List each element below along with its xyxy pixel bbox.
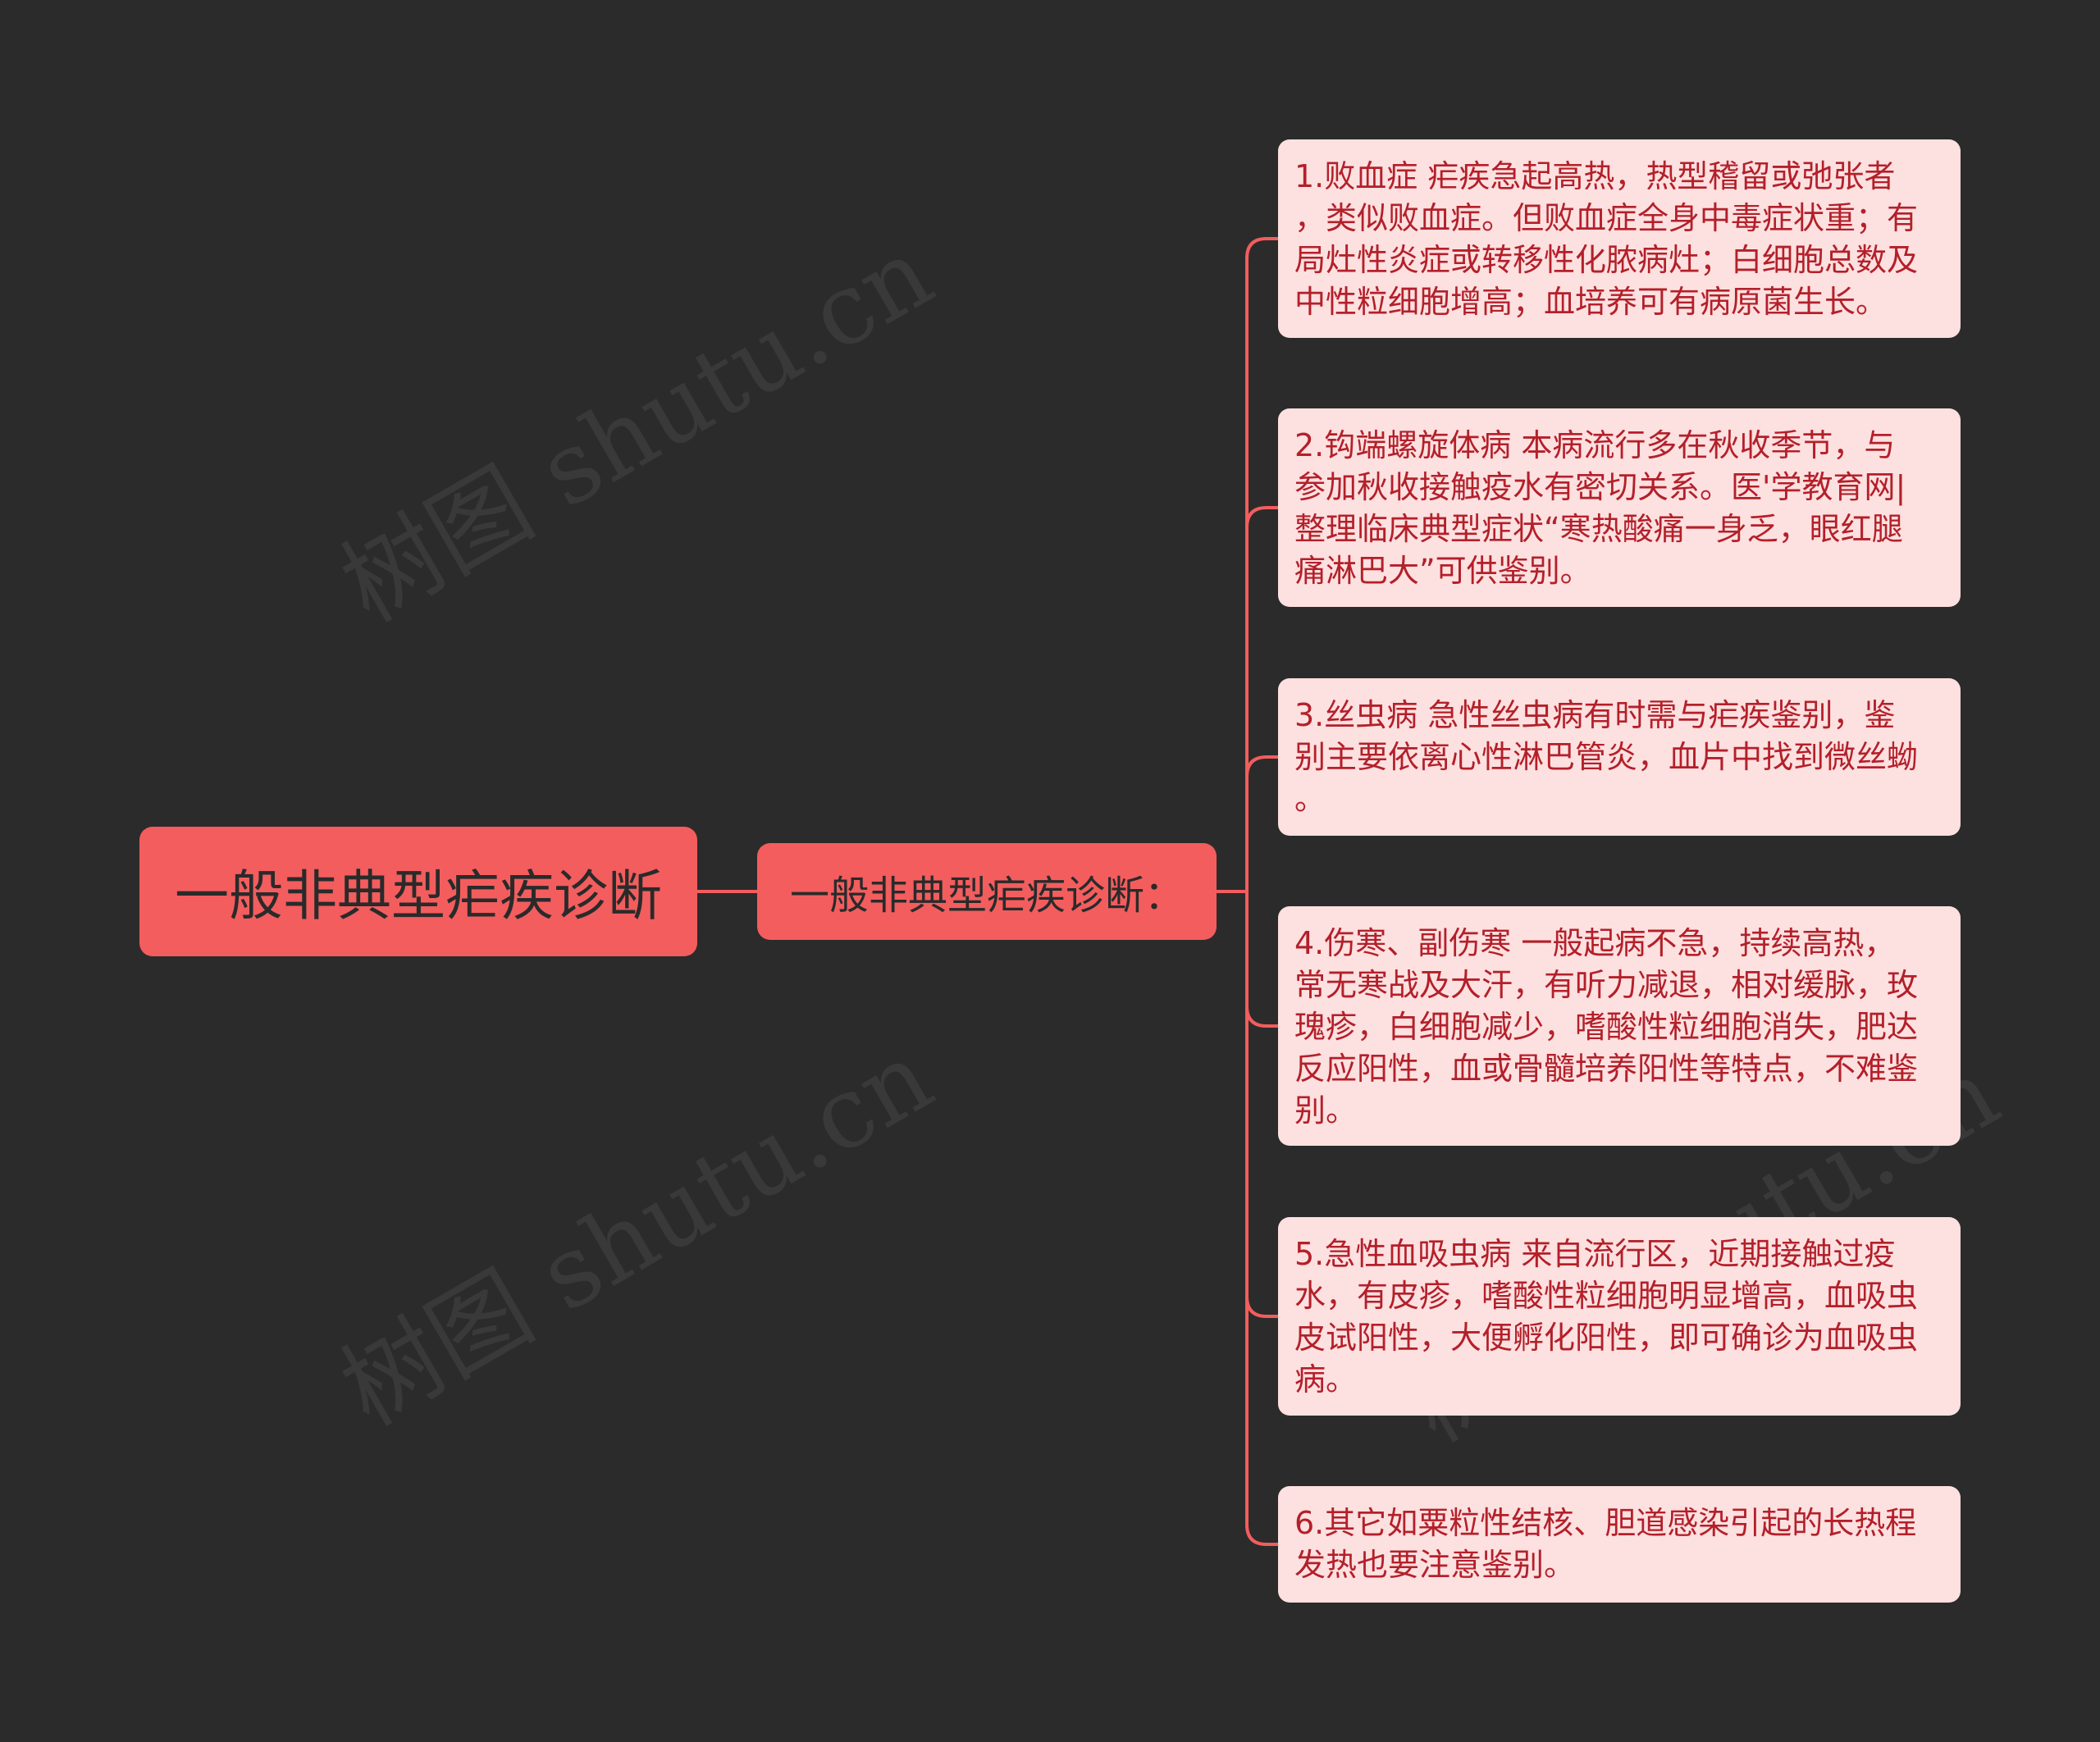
leaf-node-2[interactable]: 2.钩端螺旋体病 本病流行多在秋收季节，与 参加秋收接触疫水有密切关系。医'学教… <box>1278 408 1961 607</box>
branch-connector-4 <box>1245 892 1278 1028</box>
leaf-text-line: 5.急性血吸虫病 来自流行区，近期接触过疫 <box>1294 1236 1896 1272</box>
root-topic[interactable]: 一般非典型疟疾诊断 <box>139 827 697 956</box>
branch-connector-5 <box>1245 892 1278 1318</box>
leaf-text-line: 4.伤寒、副伤寒 一般起病不急，持续高热， <box>1294 925 1896 961</box>
leaf-text-line: 水，有皮疹，嗜酸性粒细胞明显增高，血吸虫 <box>1294 1278 1919 1314</box>
leaf-text-line: 发热也要注意鉴别。 <box>1294 1547 1576 1583</box>
leaf-text-line: 1.败血症 疟疾急起高热，热型稽留或弛张者 <box>1294 158 1896 194</box>
leaf-text-line: 参加秋收接触疫水有密切关系。医'学教育网| <box>1294 469 1906 505</box>
leaf-text-line: 痛淋巴大”可供鉴别。 <box>1294 553 1591 589</box>
subtopic-node[interactable]: 一般非典型疟疾诊断： <box>757 843 1217 940</box>
leaf-text-line: 2.钩端螺旋体病 本病流行多在秋收季节，与 <box>1294 427 1896 463</box>
leaf-text-line: 整理临床典型症状“寒热酸痛一身乏，眼红腿 <box>1294 511 1903 547</box>
leaf-text-line: 。 <box>1294 781 1326 817</box>
leaf-text-line: 病。 <box>1294 1361 1358 1398</box>
subtopic-label: 一般非典型疟疾诊断： <box>789 873 1184 919</box>
leaf-node-6[interactable]: 6.其它如粟粒性结核、胆道感染引起的长热程 发热也要注意鉴别。 <box>1278 1486 1961 1603</box>
leaf-node-1[interactable]: 1.败血症 疟疾急起高热，热型稽留或弛张者 ，类似败血症。但败血症全身中毒症状重… <box>1278 139 1961 338</box>
root-topic-label: 一般非典型疟疾诊断 <box>175 864 662 928</box>
leaf-text-line: 别主要依离心性淋巴管炎，血片中找到微丝蚴 <box>1294 739 1919 775</box>
branch-connector-2 <box>1245 506 1278 892</box>
branch-connector-1 <box>1245 237 1278 892</box>
leaf-node-5[interactable]: 5.急性血吸虫病 来自流行区，近期接触过疫 水，有皮疹，嗜酸性粒细胞明显增高，血… <box>1278 1217 1961 1416</box>
leaf-text-line: 别。 <box>1294 1092 1358 1129</box>
leaf-text-line: 皮试阳性，大便孵化阳性，即可确诊为血吸虫 <box>1294 1320 1919 1356</box>
branch-connectors <box>1245 237 1278 1546</box>
leaf-text-line: 中性粒细胞增高；血培养可有病原菌生长。 <box>1294 284 1888 320</box>
branch-connector-3 <box>1245 755 1278 892</box>
leaf-text-line: 局灶性炎症或转移性化脓病灶；白细胞总数及 <box>1294 242 1919 278</box>
leaf-text-line: ，类似败血症。但败血症全身中毒症状重；有 <box>1294 200 1919 236</box>
leaf-text-line: 6.其它如粟粒性结核、胆道感染引起的长热程 <box>1294 1505 1917 1541</box>
leaf-node-3[interactable]: 3.丝虫病 急性丝虫病有时需与疟疾鉴别，鉴 别主要依离心性淋巴管炎，血片中找到微… <box>1278 678 1961 836</box>
leaf-text-line: 反应阳性，血或骨髓培养阳性等特点，不难鉴 <box>1294 1051 1919 1087</box>
branch-connector-6 <box>1245 892 1278 1546</box>
leaf-node-4[interactable]: 4.伤寒、副伤寒 一般起病不急，持续高热， 常无寒战及大汗，有听力减退，相对缓脉… <box>1278 906 1961 1146</box>
leaf-text-line: 常无寒战及大汗，有听力减退，相对缓脉，玫 <box>1294 967 1919 1003</box>
leaf-text-line: 3.丝虫病 急性丝虫病有时需与疟疾鉴别，鉴 <box>1294 697 1896 733</box>
leaf-text-line: 瑰疹，白细胞减少，嗜酸性粒细胞消失，肥达 <box>1294 1009 1919 1045</box>
